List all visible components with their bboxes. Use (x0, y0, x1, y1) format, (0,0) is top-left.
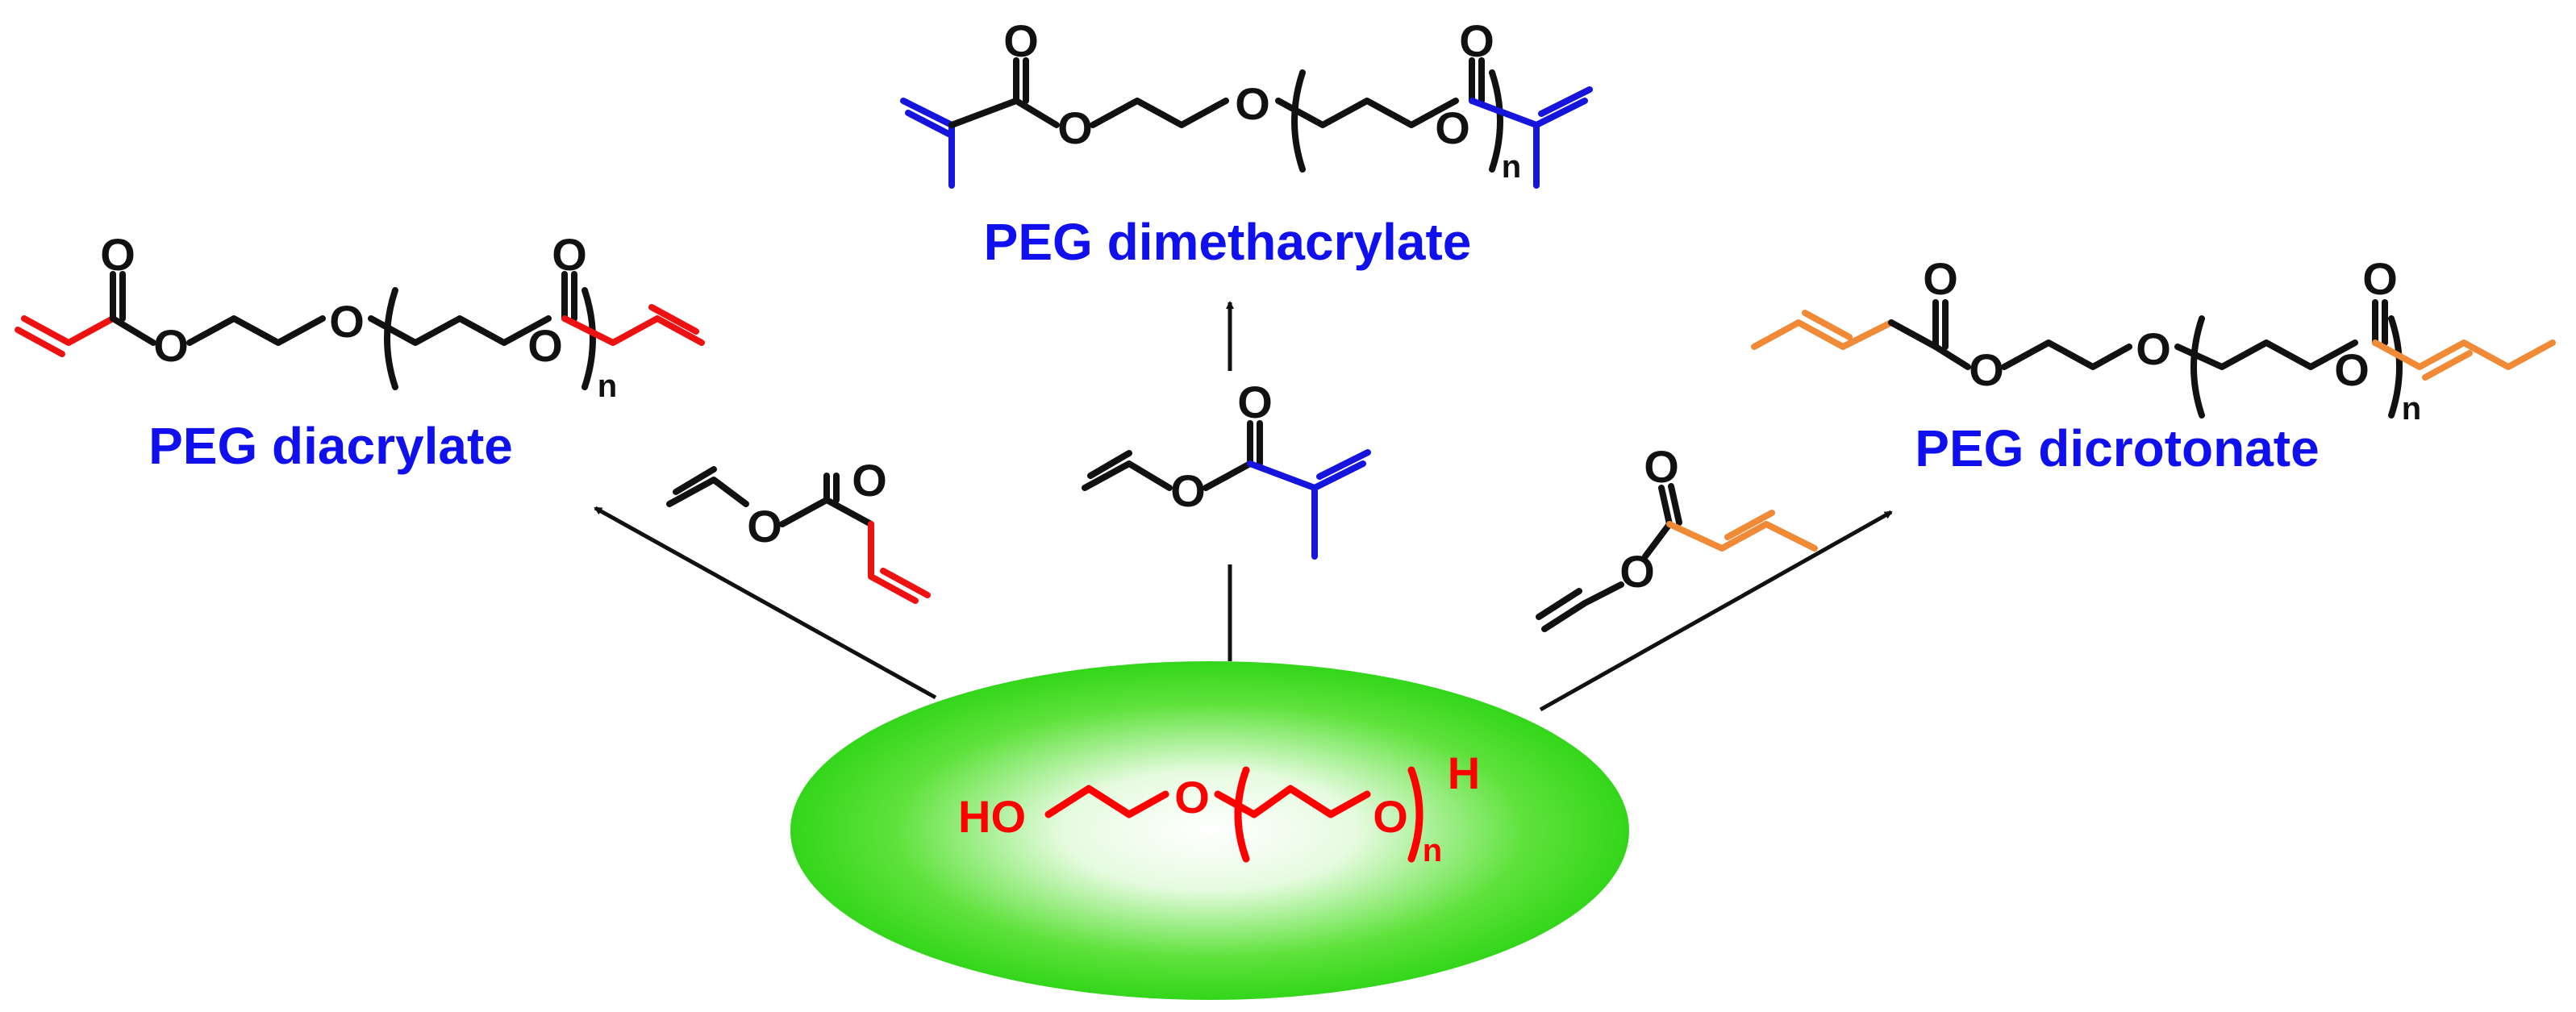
dicrotonate-structure (1751, 299, 2556, 419)
vinyl-acrylate-carbonyl-o: O (852, 455, 887, 506)
diacrylate-repeat-o: O (527, 320, 563, 371)
dicrotonate-repeat-n: n (2402, 391, 2421, 427)
vinyl-methacrylate-ester-o: O (1170, 465, 1206, 516)
arrow-to-diacrylate (594, 506, 937, 700)
dicrotonate-carbonyl-o-left: O (1923, 253, 1958, 304)
dimethacrylate-structure (900, 57, 1593, 189)
dicrotonate-carbonyl-o-right: O (2362, 253, 2398, 304)
dicrotonate-ester-o-left: O (1969, 344, 2004, 395)
vinyl-methacrylate-carbonyl-o: O (1237, 377, 1273, 427)
dimethacrylate-label: PEG dimethacrylate (984, 213, 1472, 271)
peg-repeat-n-label: n (1423, 833, 1442, 868)
diacrylate-carbonyl-o-right: O (552, 229, 587, 280)
dicrotonate-repeat-o: O (2334, 344, 2370, 395)
diacrylate-label: PEG diacrylate (148, 417, 513, 475)
dicrotonate-label: PEG dicrotonate (1915, 419, 2319, 477)
vinyl-acrylate-structure (666, 466, 931, 604)
diacrylate-ether-o: O (329, 296, 365, 347)
vinyl-acrylate-ester-o: O (747, 501, 782, 552)
dicrotonate-ether-o: O (2136, 323, 2171, 374)
peg-structure (1044, 766, 1423, 863)
peg-hydroxyl-label: HO (958, 791, 1026, 842)
diacrylate-repeat-n: n (598, 369, 617, 404)
vinyl-crotonate-ester-o: O (1619, 546, 1655, 597)
diacrylate-ester-o-left: O (153, 320, 189, 371)
peg-terminal-h-label: H (1448, 748, 1480, 798)
vinyl-crotonate-carbonyl-o: O (1644, 441, 1679, 492)
dimethacrylate-carbonyl-o-right: O (1459, 15, 1494, 66)
peg-repeat-oxygen-label: O (1373, 791, 1408, 842)
arrow-to-dicrotonate (1539, 510, 1893, 712)
dimethacrylate-ester-o-left: O (1057, 102, 1093, 153)
peg-oxygen-label: O (1174, 772, 1210, 823)
peg-ellipse (790, 661, 1629, 1000)
diacrylate-structure (15, 271, 705, 390)
dimethacrylate-ether-o: O (1235, 78, 1270, 129)
vinyl-crotonate-structure (1536, 483, 1818, 632)
diacrylate-carbonyl-o-left: O (100, 229, 135, 280)
dimethacrylate-repeat-n: n (1502, 149, 1521, 185)
dimethacrylate-carbonyl-o-left: O (1003, 15, 1039, 66)
vinyl-methacrylate-structure (1082, 420, 1371, 560)
dimethacrylate-repeat-o: O (1435, 102, 1470, 153)
